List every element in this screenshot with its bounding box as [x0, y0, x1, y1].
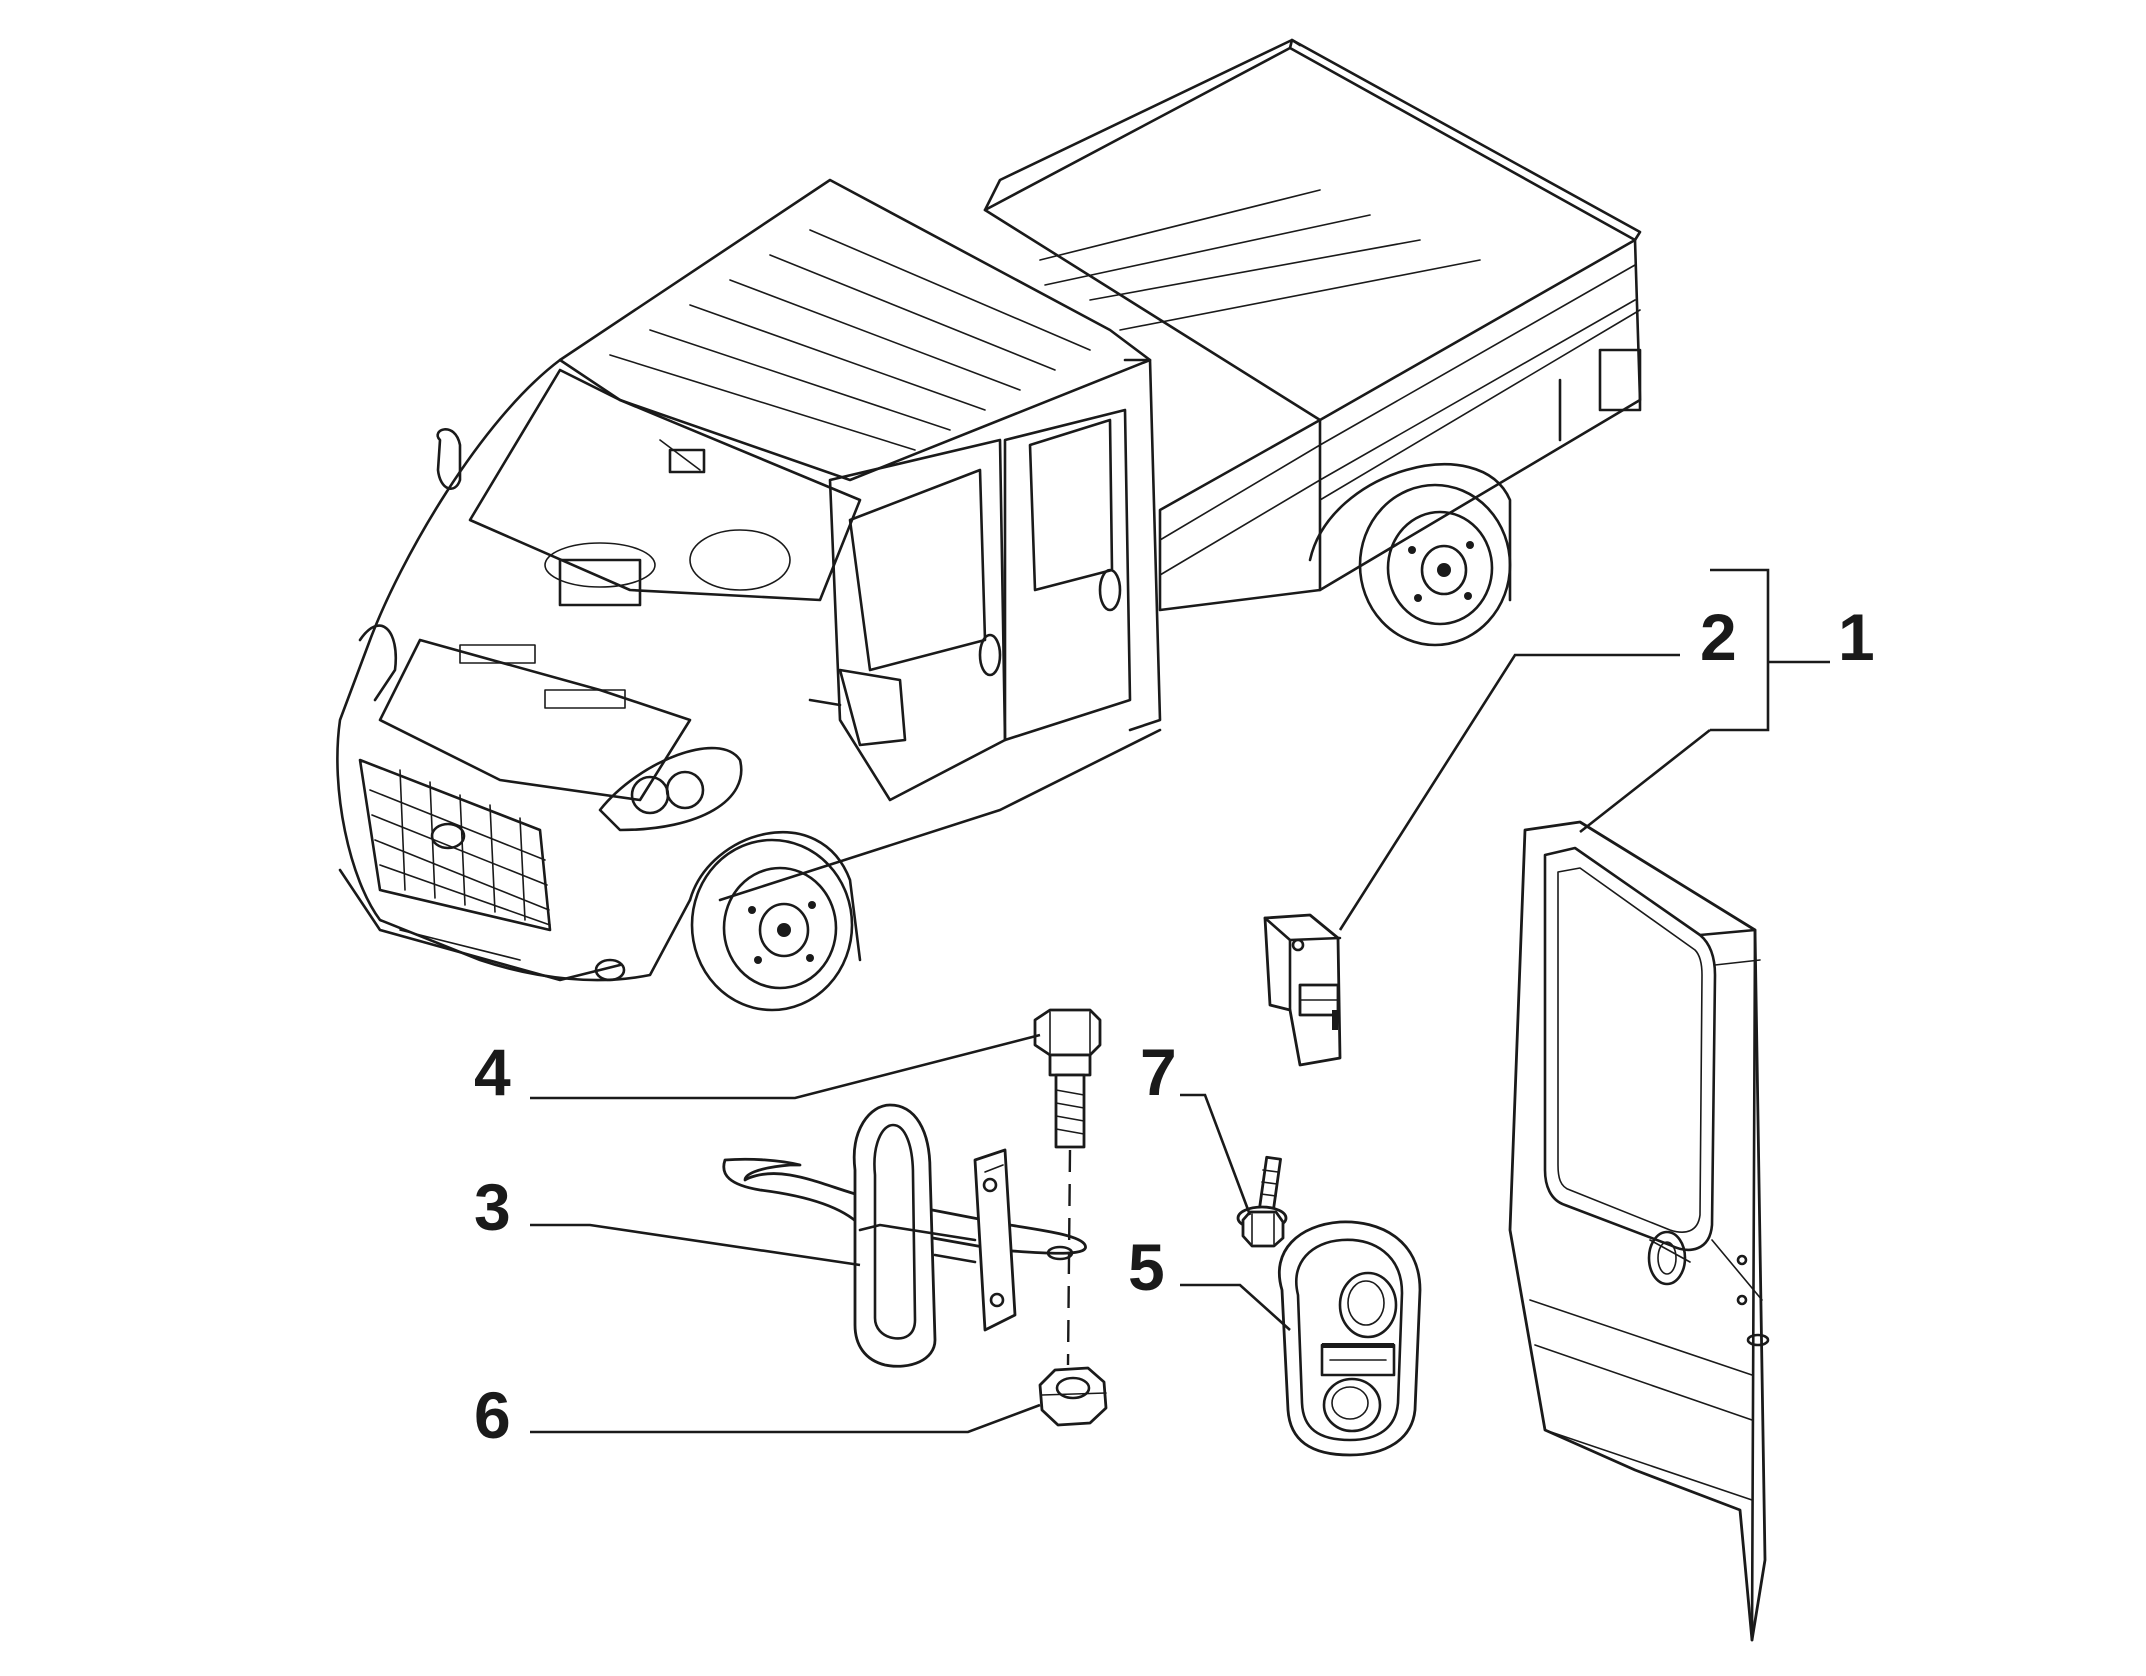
part-2-hinge-bracket	[1263, 913, 1342, 1067]
part-3-check-strap	[722, 1103, 1087, 1368]
callout-label-3: 3	[474, 1170, 511, 1244]
assembly-axis-line	[1066, 1149, 1072, 1366]
rear-wheel	[1308, 463, 1512, 647]
callout-label-6: 6	[474, 1378, 511, 1452]
part-1-door-panel	[1508, 820, 1770, 1642]
part-4-bolt	[1033, 1008, 1102, 1149]
front-wheel	[690, 838, 854, 1012]
callout-label-4: 4	[474, 1035, 511, 1109]
cab-body	[336, 178, 1162, 982]
cargo-bed	[983, 38, 1642, 612]
part-6-nut	[1038, 1366, 1108, 1427]
vehicle-illustration	[336, 38, 1642, 1012]
callout-labels: 1 2 3 4 5 6 7	[474, 600, 1875, 1452]
part-5-bumper-pad	[1278, 1220, 1422, 1457]
callout-label-1: 1	[1838, 600, 1875, 674]
callout-label-2: 2	[1700, 600, 1737, 674]
callout-label-7: 7	[1140, 1035, 1177, 1109]
callout-label-5: 5	[1128, 1230, 1165, 1304]
leader-lines	[530, 568, 1830, 1434]
